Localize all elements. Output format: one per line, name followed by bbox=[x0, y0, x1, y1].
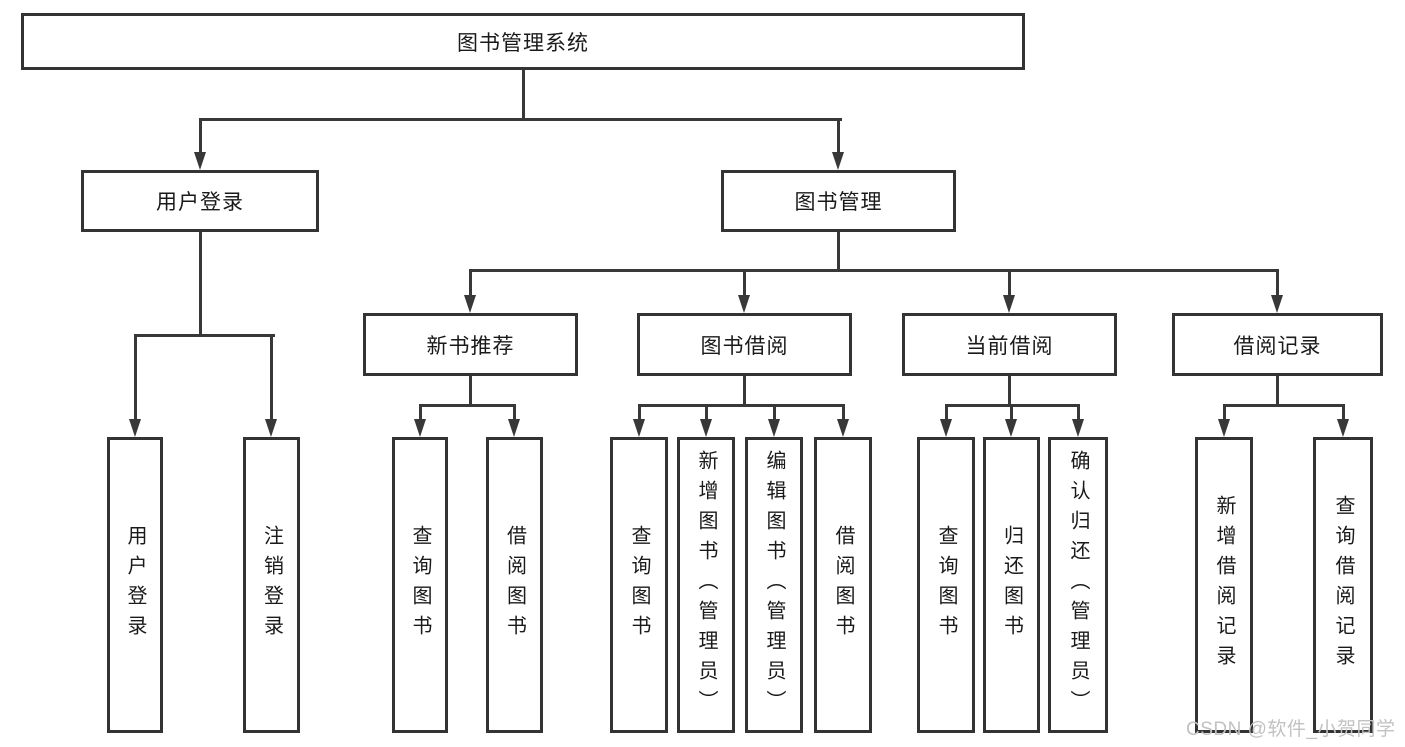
node-label: 新书推荐 bbox=[426, 334, 515, 358]
arrow-to-book-borrow bbox=[738, 295, 750, 313]
leaf-add-book-admin: 新增图书（管理员） bbox=[677, 437, 735, 733]
node-label: 借阅记录 bbox=[1233, 334, 1322, 358]
node-label: 图书管理 bbox=[794, 191, 883, 214]
arrow-b2 bbox=[699, 419, 712, 437]
node-new-book-recommend: 新书推荐 bbox=[363, 313, 578, 376]
node-borrow-record: 借阅记录 bbox=[1172, 313, 1383, 376]
node-label: 图书借阅 bbox=[700, 334, 789, 358]
leaf-label: 用户登录 bbox=[124, 525, 146, 645]
connector-group-d-stub bbox=[1276, 376, 1279, 407]
arrow-to-new-book-recommend bbox=[464, 295, 476, 313]
leaf-query-books-current: 查询图书 bbox=[917, 437, 975, 733]
arrow-to-login-leaf bbox=[128, 419, 141, 437]
leaf-query-books-recommend: 查询图书 bbox=[392, 437, 448, 733]
leaf-label: 借阅图书 bbox=[832, 525, 854, 645]
connector-new-book-drop bbox=[469, 268, 472, 299]
arrow-to-user-login bbox=[193, 152, 206, 170]
node-label: 当前借阅 bbox=[965, 334, 1054, 358]
connector-level2-hline bbox=[469, 268, 1279, 272]
leaf-confirm-return-admin: 确认归还（管理员） bbox=[1048, 437, 1108, 733]
connector-book-mgmt-stub bbox=[837, 232, 840, 272]
connector-a2-drop bbox=[513, 403, 516, 422]
arrow-b3 bbox=[767, 419, 780, 437]
leaf-label: 查询图书 bbox=[628, 525, 650, 645]
connector-d1-drop bbox=[1222, 403, 1226, 422]
leaf-edit-book-admin: 编辑图书（管理员） bbox=[745, 437, 803, 733]
leaf-label: 新增借阅记录 bbox=[1213, 495, 1235, 675]
connector-user-login-hline bbox=[133, 333, 275, 337]
connector-root-stub bbox=[521, 69, 525, 119]
arrow-d1 bbox=[1217, 419, 1230, 437]
arrow-to-logout-leaf bbox=[265, 419, 277, 437]
connector-group-c-stub bbox=[1008, 376, 1011, 407]
connector-group-a-stub bbox=[469, 376, 472, 407]
connector-c2-drop bbox=[1010, 403, 1013, 422]
node-book-borrow: 图书借阅 bbox=[637, 313, 852, 376]
leaf-label: 新增图书（管理员） bbox=[695, 450, 717, 720]
arrow-b1 bbox=[632, 419, 645, 437]
connector-group-b-stub bbox=[743, 376, 746, 407]
connector-group-b-hline bbox=[637, 403, 845, 407]
leaf-label: 编辑图书（管理员） bbox=[763, 450, 785, 720]
node-label: 图书管理系统 bbox=[457, 31, 589, 55]
leaf-borrow-books: 借阅图书 bbox=[814, 437, 872, 733]
leaf-borrow-books-recommend: 借阅图书 bbox=[486, 437, 543, 733]
connector-b1-drop bbox=[637, 403, 641, 422]
connector-logout-leaf-drop bbox=[270, 333, 273, 422]
leaf-label: 查询借阅记录 bbox=[1332, 495, 1354, 675]
connector-level1-hline bbox=[198, 117, 842, 121]
node-root-book-management-system: 图书管理系统 bbox=[21, 13, 1025, 70]
connector-d2-drop bbox=[1341, 403, 1345, 422]
csdn-watermark: CSDN @软件_小贺同学 bbox=[1186, 719, 1396, 740]
node-current-borrow: 当前借阅 bbox=[902, 313, 1117, 376]
arrow-c3 bbox=[1071, 419, 1084, 437]
connector-a1-drop bbox=[418, 403, 422, 422]
connector-user-login-drop bbox=[198, 117, 202, 154]
arrow-d2 bbox=[1336, 419, 1349, 437]
arrow-to-book-management bbox=[832, 152, 844, 170]
leaf-label: 查询图书 bbox=[409, 525, 431, 645]
connector-group-d-hline bbox=[1222, 403, 1345, 407]
connector-current-borrow-drop bbox=[1008, 268, 1011, 299]
connector-group-a-hline bbox=[418, 403, 516, 407]
connector-c1-drop bbox=[944, 403, 948, 422]
connector-b4-drop bbox=[841, 403, 845, 422]
arrow-to-borrow-record bbox=[1271, 295, 1283, 313]
arrow-c1 bbox=[939, 419, 952, 437]
leaf-label: 借阅图书 bbox=[503, 525, 526, 645]
leaf-label: 注销登录 bbox=[260, 525, 283, 645]
connector-book-mgmt-drop bbox=[837, 117, 840, 154]
leaf-logout: 注销登录 bbox=[243, 437, 300, 733]
leaf-user-login: 用户登录 bbox=[107, 437, 163, 733]
leaf-query-books-borrow: 查询图书 bbox=[610, 437, 668, 733]
connector-user-login-stub bbox=[198, 232, 202, 337]
leaf-add-borrow-record: 新增借阅记录 bbox=[1195, 437, 1253, 733]
arrow-c2 bbox=[1005, 419, 1017, 437]
node-label: 用户登录 bbox=[156, 191, 244, 214]
node-user-login: 用户登录 bbox=[81, 170, 319, 232]
connector-borrow-record-drop bbox=[1276, 268, 1279, 299]
leaf-return-book: 归还图书 bbox=[983, 437, 1040, 733]
connector-book-borrow-drop bbox=[743, 268, 746, 299]
arrow-a2 bbox=[508, 419, 520, 437]
leaf-query-borrow-record: 查询借阅记录 bbox=[1313, 437, 1373, 733]
node-book-management: 图书管理 bbox=[721, 170, 956, 232]
leaf-label: 查询图书 bbox=[935, 525, 957, 645]
arrow-b4 bbox=[836, 419, 849, 437]
connector-b2-drop bbox=[704, 403, 708, 422]
arrow-a1 bbox=[413, 419, 426, 437]
leaf-label: 归还图书 bbox=[1000, 525, 1023, 645]
leaf-label: 确认归还（管理员） bbox=[1067, 450, 1089, 720]
arrow-to-current-borrow bbox=[1003, 295, 1015, 313]
connector-login-leaf-drop bbox=[133, 333, 137, 422]
connector-b3-drop bbox=[772, 403, 776, 422]
connector-c3-drop bbox=[1076, 403, 1080, 422]
